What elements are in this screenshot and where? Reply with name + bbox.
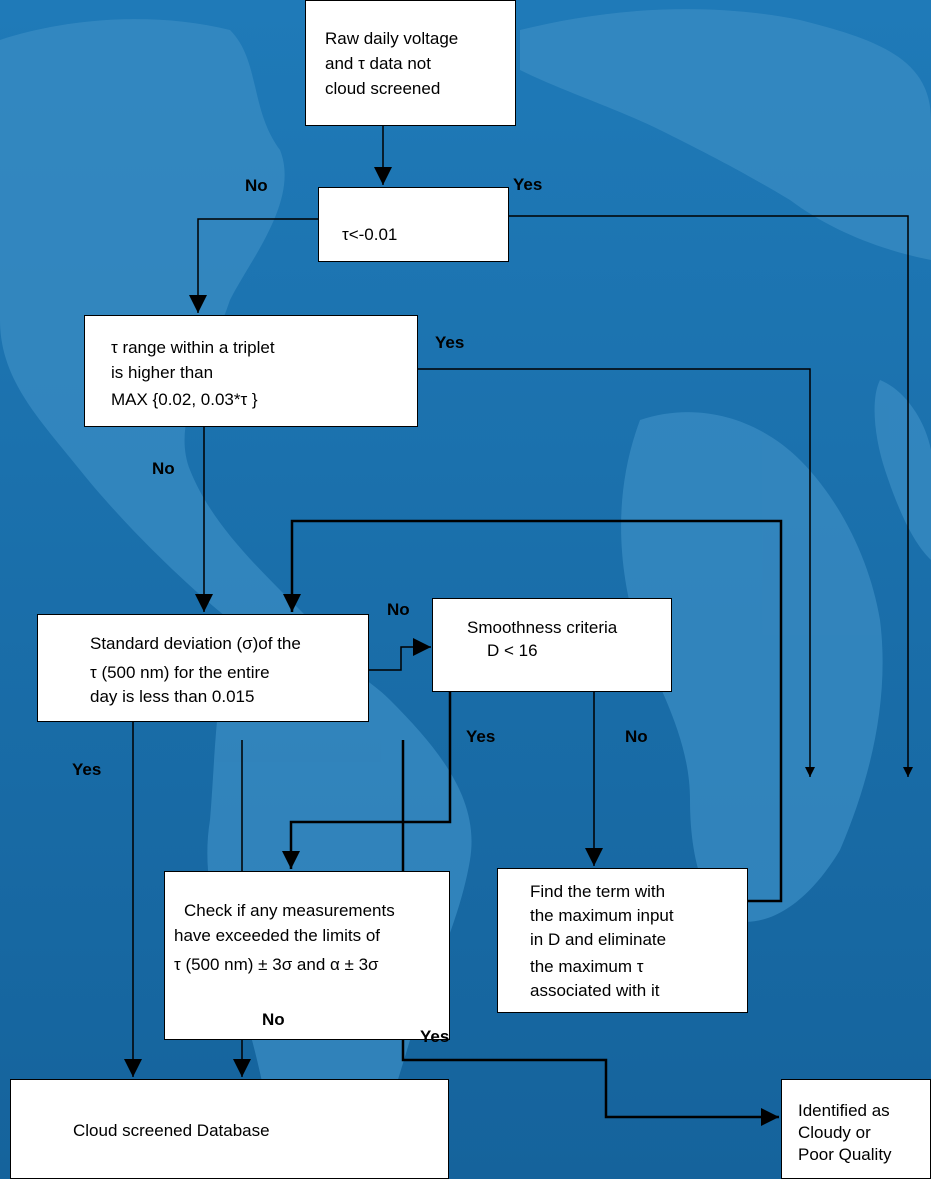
tau-check-box: τ<-0.01 <box>318 187 509 262</box>
find-term-line-5: associated with it <box>530 981 660 1000</box>
find-term-box: Find the term with the maximum input in … <box>497 868 748 1013</box>
raw-data-line-2: and τ data not <box>325 54 431 73</box>
label-check-no: No <box>262 1010 285 1029</box>
find-term-line-2: the maximum input <box>530 906 674 925</box>
tau-check-text: τ<-0.01 <box>342 225 398 244</box>
label-std-yes: Yes <box>72 760 102 779</box>
label-tau-yes: Yes <box>513 175 543 194</box>
check-limits-line-3: τ (500 nm) ± 3σ and α ± 3σ <box>174 955 379 974</box>
smoothness-line-1: Smoothness criteria <box>467 618 618 637</box>
label-triplet-no: No <box>152 459 175 478</box>
label-smooth-no: No <box>625 727 648 746</box>
check-limits-line-1: Check if any measurements <box>184 901 395 920</box>
triplet-line-3: MAX {0.02, 0.03*τ } <box>111 390 258 409</box>
label-triplet-yes: Yes <box>435 333 465 352</box>
label-check-yes: Yes <box>420 1027 450 1046</box>
check-limits-box: Check if any measurements have exceeded … <box>164 871 450 1040</box>
std-dev-line-2: τ (500 nm) for the entire <box>90 663 270 682</box>
database-text: Cloud screened Database <box>73 1121 270 1140</box>
find-term-line-3: in D and eliminate <box>530 930 667 949</box>
label-tau-no: No <box>245 176 268 195</box>
find-term-line-1: Find the term with <box>530 882 666 901</box>
database-box: Cloud screened Database <box>10 1079 449 1179</box>
smoothness-box: Smoothness criteria D < 16 <box>432 598 672 692</box>
triplet-line-1: τ range within a triplet <box>111 338 275 357</box>
std-dev-line-1: Standard deviation (σ)of the <box>90 634 301 653</box>
smoothness-line-2: D < 16 <box>487 641 538 660</box>
raw-data-line-3: cloud screened <box>325 79 441 98</box>
check-limits-line-2: have exceeded the limits of <box>174 926 381 945</box>
label-std-no: No <box>387 600 410 619</box>
triplet-line-2: is higher than <box>111 363 214 382</box>
find-term-line-4: the maximum τ <box>530 957 644 976</box>
triplet-box: τ range within a triplet is higher than … <box>84 315 418 427</box>
cloudy-line-3: Poor Quality <box>798 1145 892 1164</box>
cloudy-line-1: Identified as <box>798 1101 890 1120</box>
raw-data-box: Raw daily voltage and τ data not cloud s… <box>305 0 516 126</box>
label-smooth-yes: Yes <box>466 727 496 746</box>
std-dev-line-3: day is less than 0.015 <box>90 687 255 706</box>
raw-data-line-1: Raw daily voltage <box>325 29 459 48</box>
std-dev-box: Standard deviation (σ)of the τ (500 nm) … <box>37 614 369 722</box>
cloudy-line-2: Cloudy or <box>798 1123 871 1142</box>
cloudy-box: Identified as Cloudy or Poor Quality <box>781 1079 931 1179</box>
